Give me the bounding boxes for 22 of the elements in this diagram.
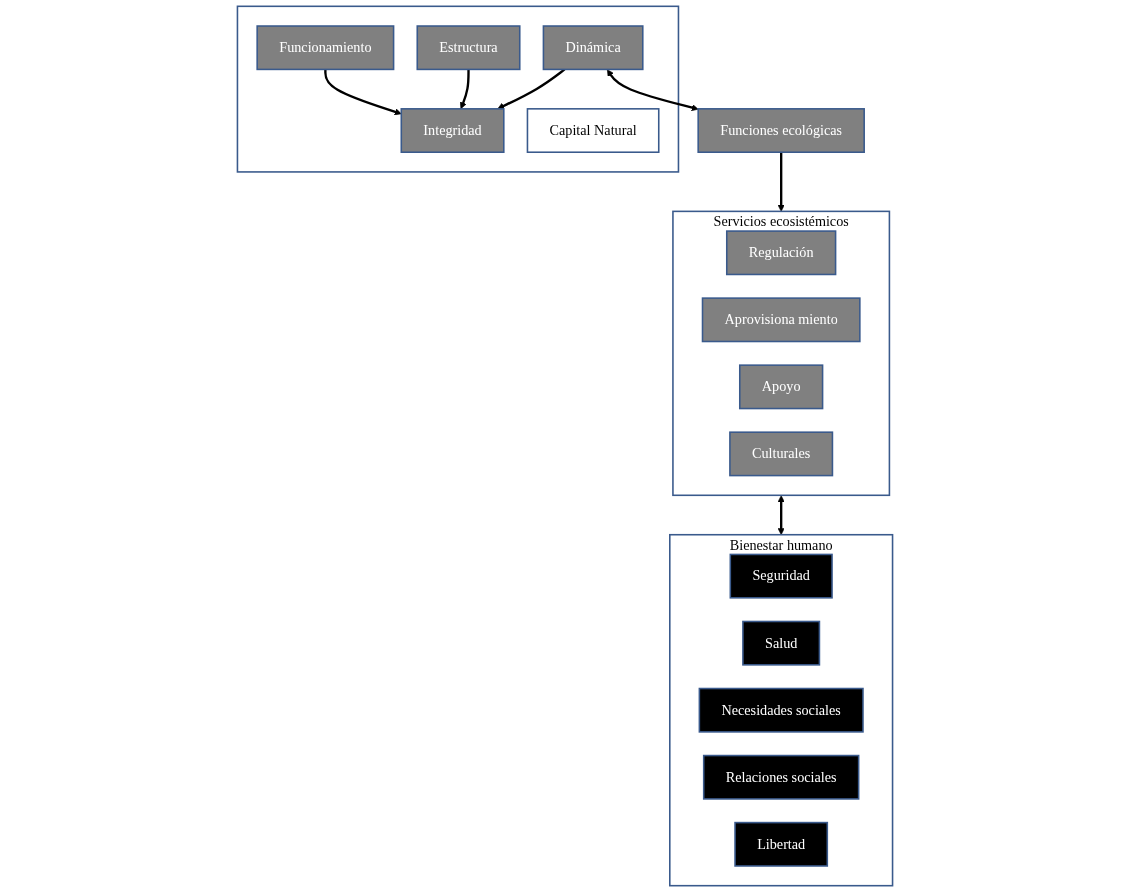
arrow [324,69,402,116]
node-box: Apoyo [739,364,824,410]
node-box: Libertad [734,821,829,867]
node-box: Capital Natural [526,108,660,153]
arrow [497,68,566,110]
node-box: Aprovisiona miento [701,297,861,343]
arrow [777,495,785,536]
node-box: Funciones ecológicas [697,108,865,153]
node-box: Integridad [400,108,505,153]
arrow [459,69,470,110]
arrow [777,152,785,212]
arrow [607,69,699,111]
node-box: Necesidades sociales [698,687,864,733]
node-box: Funcionamiento [256,25,395,71]
cluster [236,5,680,173]
node-box: Estructura [416,25,521,71]
node-box: Culturales [729,431,834,477]
node-box: Regulación [725,230,837,276]
node-box: Dinámica [542,25,644,71]
node-box: Salud [742,620,821,666]
node-box: Seguridad [729,553,833,599]
node-box: Relaciones sociales [702,754,860,800]
